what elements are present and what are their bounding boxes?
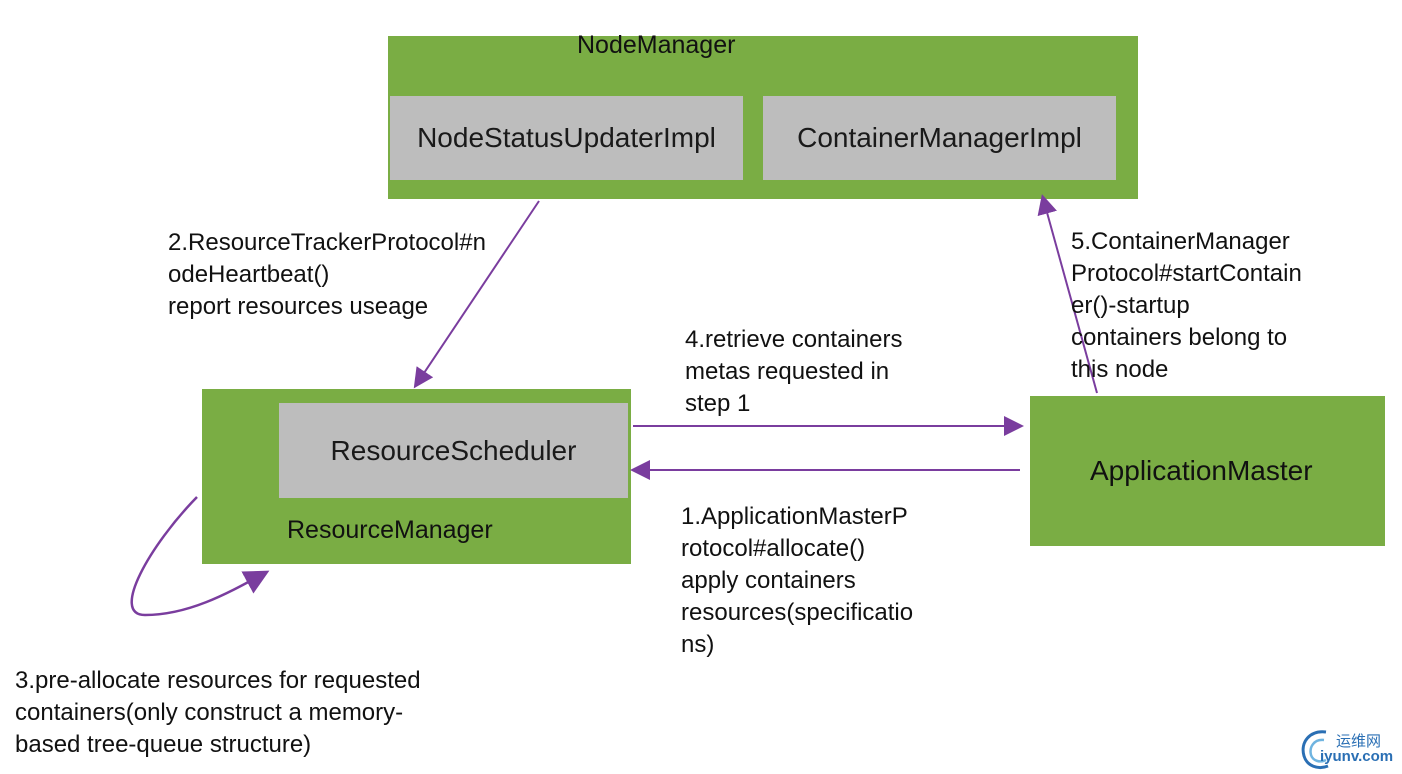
step3-loop-arrow (130, 496, 270, 617)
resource-scheduler-box: ResourceScheduler (279, 403, 628, 498)
watermark-cn-text: 运维网 (1336, 732, 1382, 750)
watermark: 运维网 iyunv.com (1296, 726, 1400, 770)
application-master-title: ApplicationMaster (1090, 455, 1313, 486)
application-master-box (1030, 396, 1385, 546)
resource-manager-title: ResourceManager (287, 516, 493, 544)
step2-arrow (413, 200, 540, 389)
step2-label: 2.ResourceTrackerProtocol#n odeHeartbeat… (168, 229, 486, 320)
step5-arrow (1037, 194, 1098, 394)
step3-label: 3.pre-allocate resources for requested c… (15, 667, 421, 758)
node-manager-title: NodeManager (577, 31, 736, 59)
step5-label: 5.ContainerManager Protocol#startContain… (1071, 228, 1302, 383)
watermark-logo-icon (1301, 730, 1329, 770)
watermark-en-text: iyunv.com (1320, 748, 1394, 765)
container-manager-box: ContainerManagerImpl (763, 96, 1116, 180)
step1-label: 1.ApplicationMasterP rotocol#allocate() … (681, 503, 914, 658)
node-status-updater-box: NodeStatusUpdaterImpl (390, 96, 743, 180)
step4-label: 4.retrieve containers metas requested in… (685, 326, 903, 417)
